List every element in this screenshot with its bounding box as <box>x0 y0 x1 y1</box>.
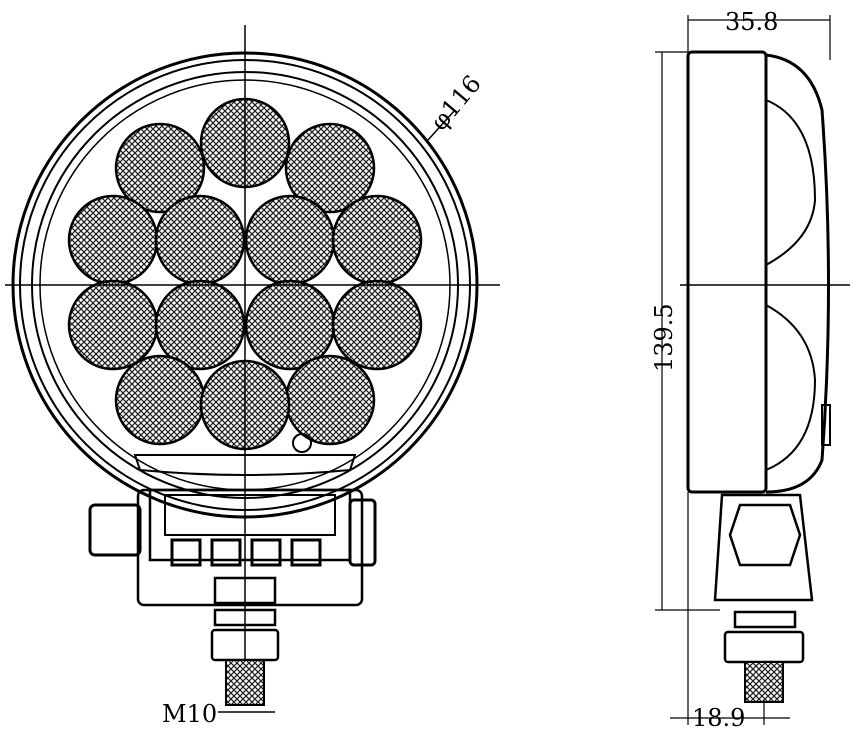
front-view: φ116 M10 <box>5 25 500 728</box>
led-lens <box>154 194 246 286</box>
diameter-label: φ116 <box>425 70 487 136</box>
bezel-bottom <box>133 454 357 476</box>
led-lens <box>114 122 206 214</box>
certification-mark-icon <box>292 433 312 453</box>
offset-label: 18.9 <box>692 704 745 732</box>
led-lens <box>331 279 423 371</box>
thread-label: M10 <box>162 700 217 728</box>
led-lens <box>67 279 159 371</box>
depth-label: 35.8 <box>725 8 778 36</box>
led-lens <box>284 122 376 214</box>
led-array <box>67 97 423 451</box>
led-lens <box>331 194 423 286</box>
mounting-bracket <box>88 488 377 607</box>
height-label: 139.5 <box>650 303 678 372</box>
led-lens <box>284 354 376 446</box>
led-lens <box>114 354 206 446</box>
side-view: 35.8 139.5 18.9 <box>650 8 850 732</box>
led-lens <box>154 279 246 371</box>
led-lens <box>244 194 336 286</box>
led-lens <box>67 194 159 286</box>
